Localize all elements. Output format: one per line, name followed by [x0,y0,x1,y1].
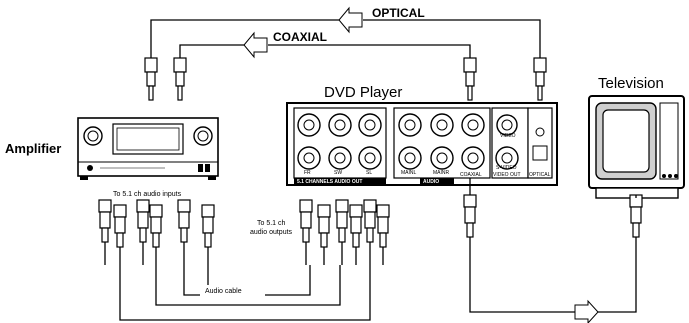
amplifier-unit [77,117,219,180]
audio-inputs-label: To 5.1 ch audio inputs [113,191,182,198]
optical-arrow [338,6,363,34]
dvd-player-unit [286,102,558,186]
coaxial-cable [179,44,245,60]
mainl-label: MAINL [401,170,417,176]
television-unit [588,95,685,199]
audio-outputs-label-1: To 5.1 ch [257,220,286,227]
optical-label: OPTICAL [372,6,425,20]
channels-audio-out-label: 5.1 CHANNELS AUDIO OUT [297,179,363,185]
fr-label: FR [304,170,311,176]
mainr-label: MAINR [433,170,450,176]
sw-label: SW [334,170,343,176]
coaxial-arrow [243,31,268,59]
video-label: VIDEO [500,133,516,139]
amplifier-label: Amplifier [5,141,62,156]
audio-label: AUDIO [423,179,440,185]
coaxial-port-label: COAXIAL [460,172,482,178]
video-out-label: VIDEO OUT [493,172,521,178]
sl-label: SL [366,170,373,176]
dvd-player-label: DVD Player [324,84,403,101]
s-video-label: S-VIDEO [496,165,517,171]
video-arrow [574,299,599,323]
video-cable [469,235,575,313]
audio-cable [119,265,371,321]
television-label: Television [598,75,664,92]
optical-cable [150,19,340,60]
audio-cable-label: Audio cable [205,288,242,295]
optical-port-label: OPTICAL [529,172,551,178]
audio-outputs-label-2: audio outputs [250,229,293,236]
coaxial-label: COAXIAL [273,30,327,44]
